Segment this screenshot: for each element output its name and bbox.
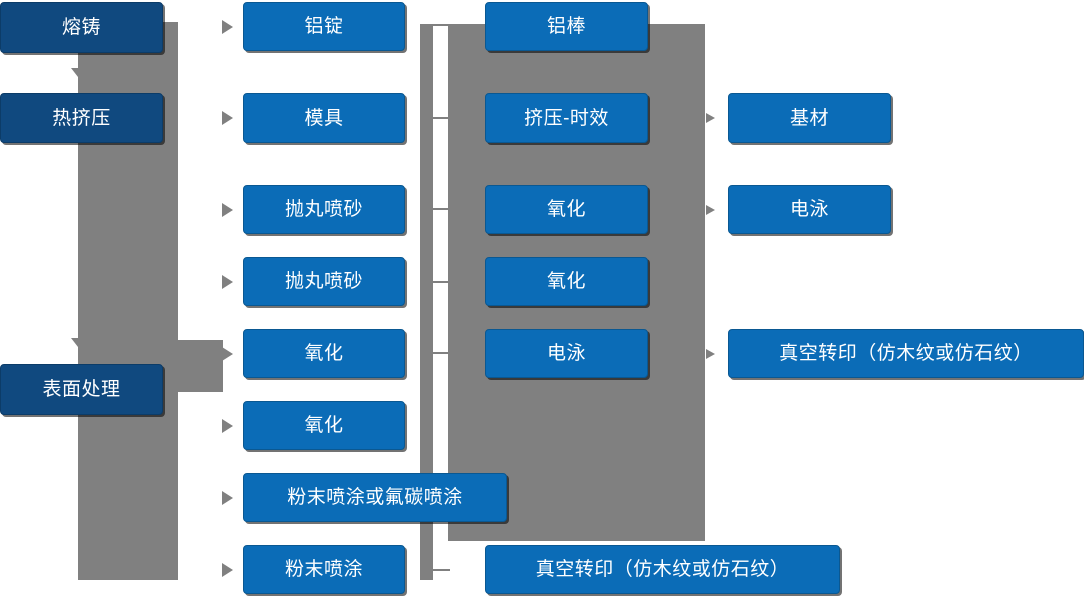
mid-rung-4: [420, 281, 450, 283]
subprocess-label-aluminium-bar: 铝棒: [546, 16, 586, 37]
arrow-to-op-oxidation-2-icon: [222, 419, 233, 433]
subprocess-label-oxidation-2: 氧化: [546, 271, 586, 292]
stage-box-surface-treatment[interactable]: 表面处理: [0, 364, 163, 415]
arrow-to-op-aluminium-ingot-icon: [222, 20, 233, 34]
operation-box-oxidation-1[interactable]: 氧化: [243, 329, 405, 378]
surface-treatment-down-arrow-icon: [71, 338, 85, 347]
arrow-to-out-vacuum-transfer-icon: [706, 349, 715, 359]
operation-label-powder-or-pvdf-coating: 粉末喷涂或氟碳喷涂: [287, 487, 463, 508]
operation-box-aluminium-ingot[interactable]: 铝锭: [243, 2, 405, 51]
arrow-to-out-base-material-icon: [706, 113, 715, 123]
operation-label-powder-coating: 粉末喷涂: [284, 559, 363, 580]
stage-box-hot-extrusion[interactable]: 热挤压: [0, 93, 163, 143]
stage-label-melting-casting: 熔铸: [61, 17, 101, 38]
arrow-to-op-die-icon: [222, 111, 233, 125]
output-label-electrophoresis: 电泳: [789, 199, 829, 220]
subprocess-box-vacuum-transfer-print[interactable]: 真空转印（仿木纹或仿石纹）: [485, 545, 840, 594]
operation-label-aluminium-ingot: 铝锭: [304, 16, 344, 37]
operation-box-die[interactable]: 模具: [243, 93, 405, 143]
output-label-vacuum-transfer-print: 真空转印（仿木纹或仿石纹）: [779, 343, 1033, 364]
operation-box-shot-blasting-1[interactable]: 抛丸喷砂: [243, 185, 405, 234]
mid-rung-5: [420, 352, 450, 354]
subprocess-box-extrusion-aging[interactable]: 挤压-时效: [485, 93, 648, 143]
subprocess-box-oxidation-2[interactable]: 氧化: [485, 257, 648, 306]
mid-thin-spine-connector: [420, 24, 433, 580]
subprocess-box-electrophoresis[interactable]: 电泳: [485, 329, 648, 378]
mid-rung-6: [420, 569, 450, 571]
output-label-base-material: 基材: [789, 107, 829, 129]
arrow-to-op-oxidation-1-icon: [222, 347, 233, 361]
subprocess-label-electrophoresis: 电泳: [546, 343, 586, 364]
subprocess-box-oxidation-1[interactable]: 氧化: [485, 185, 648, 234]
stage-label-hot-extrusion: 热挤压: [52, 107, 111, 129]
operation-label-die: 模具: [304, 107, 344, 129]
output-box-vacuum-transfer-print[interactable]: 真空转印（仿木纹或仿石纹）: [728, 329, 1084, 378]
arrow-to-op-powder-coating-icon: [222, 563, 233, 577]
operation-label-shot-blasting-1: 抛丸喷砂: [284, 199, 363, 220]
subprocess-label-vacuum-transfer-print: 真空转印（仿木纹或仿石纹）: [535, 559, 790, 580]
operation-box-shot-blasting-2[interactable]: 抛丸喷砂: [243, 257, 405, 306]
mid-rung-1: [420, 24, 450, 26]
mid-rung-2: [420, 117, 450, 119]
surface-treatment-elbow-connector: [163, 340, 223, 392]
operation-label-oxidation-1: 氧化: [304, 343, 344, 364]
surface-treatment-stem: [163, 388, 187, 390]
stage-label-surface-treatment: 表面处理: [42, 379, 121, 400]
operation-label-shot-blasting-2: 抛丸喷砂: [284, 271, 363, 292]
arrow-to-op-shot-blasting-2-icon: [222, 275, 233, 289]
operation-box-oxidation-2[interactable]: 氧化: [243, 401, 405, 450]
subprocess-label-oxidation-1: 氧化: [546, 199, 586, 220]
operation-box-powder-coating[interactable]: 粉末喷涂: [243, 545, 405, 594]
subprocess-box-aluminium-bar[interactable]: 铝棒: [485, 2, 648, 51]
subprocess-label-extrusion-aging: 挤压-时效: [524, 107, 609, 129]
operation-box-powder-or-pvdf-coating[interactable]: 粉末喷涂或氟碳喷涂: [243, 473, 507, 522]
output-box-base-material[interactable]: 基材: [728, 93, 891, 143]
output-box-electrophoresis[interactable]: 电泳: [728, 185, 891, 234]
stage-box-melting-casting[interactable]: 熔铸: [0, 2, 163, 53]
arrow-to-out-electrophoresis-icon: [706, 205, 715, 215]
operation-label-oxidation-2: 氧化: [304, 415, 344, 436]
arrow-to-op-shot-blasting-1-icon: [222, 203, 233, 217]
stage-down-arrow-icon: [71, 68, 85, 77]
arrow-to-op-powder-or-pvdf-icon: [222, 491, 233, 505]
mid-rung-3: [420, 208, 450, 210]
